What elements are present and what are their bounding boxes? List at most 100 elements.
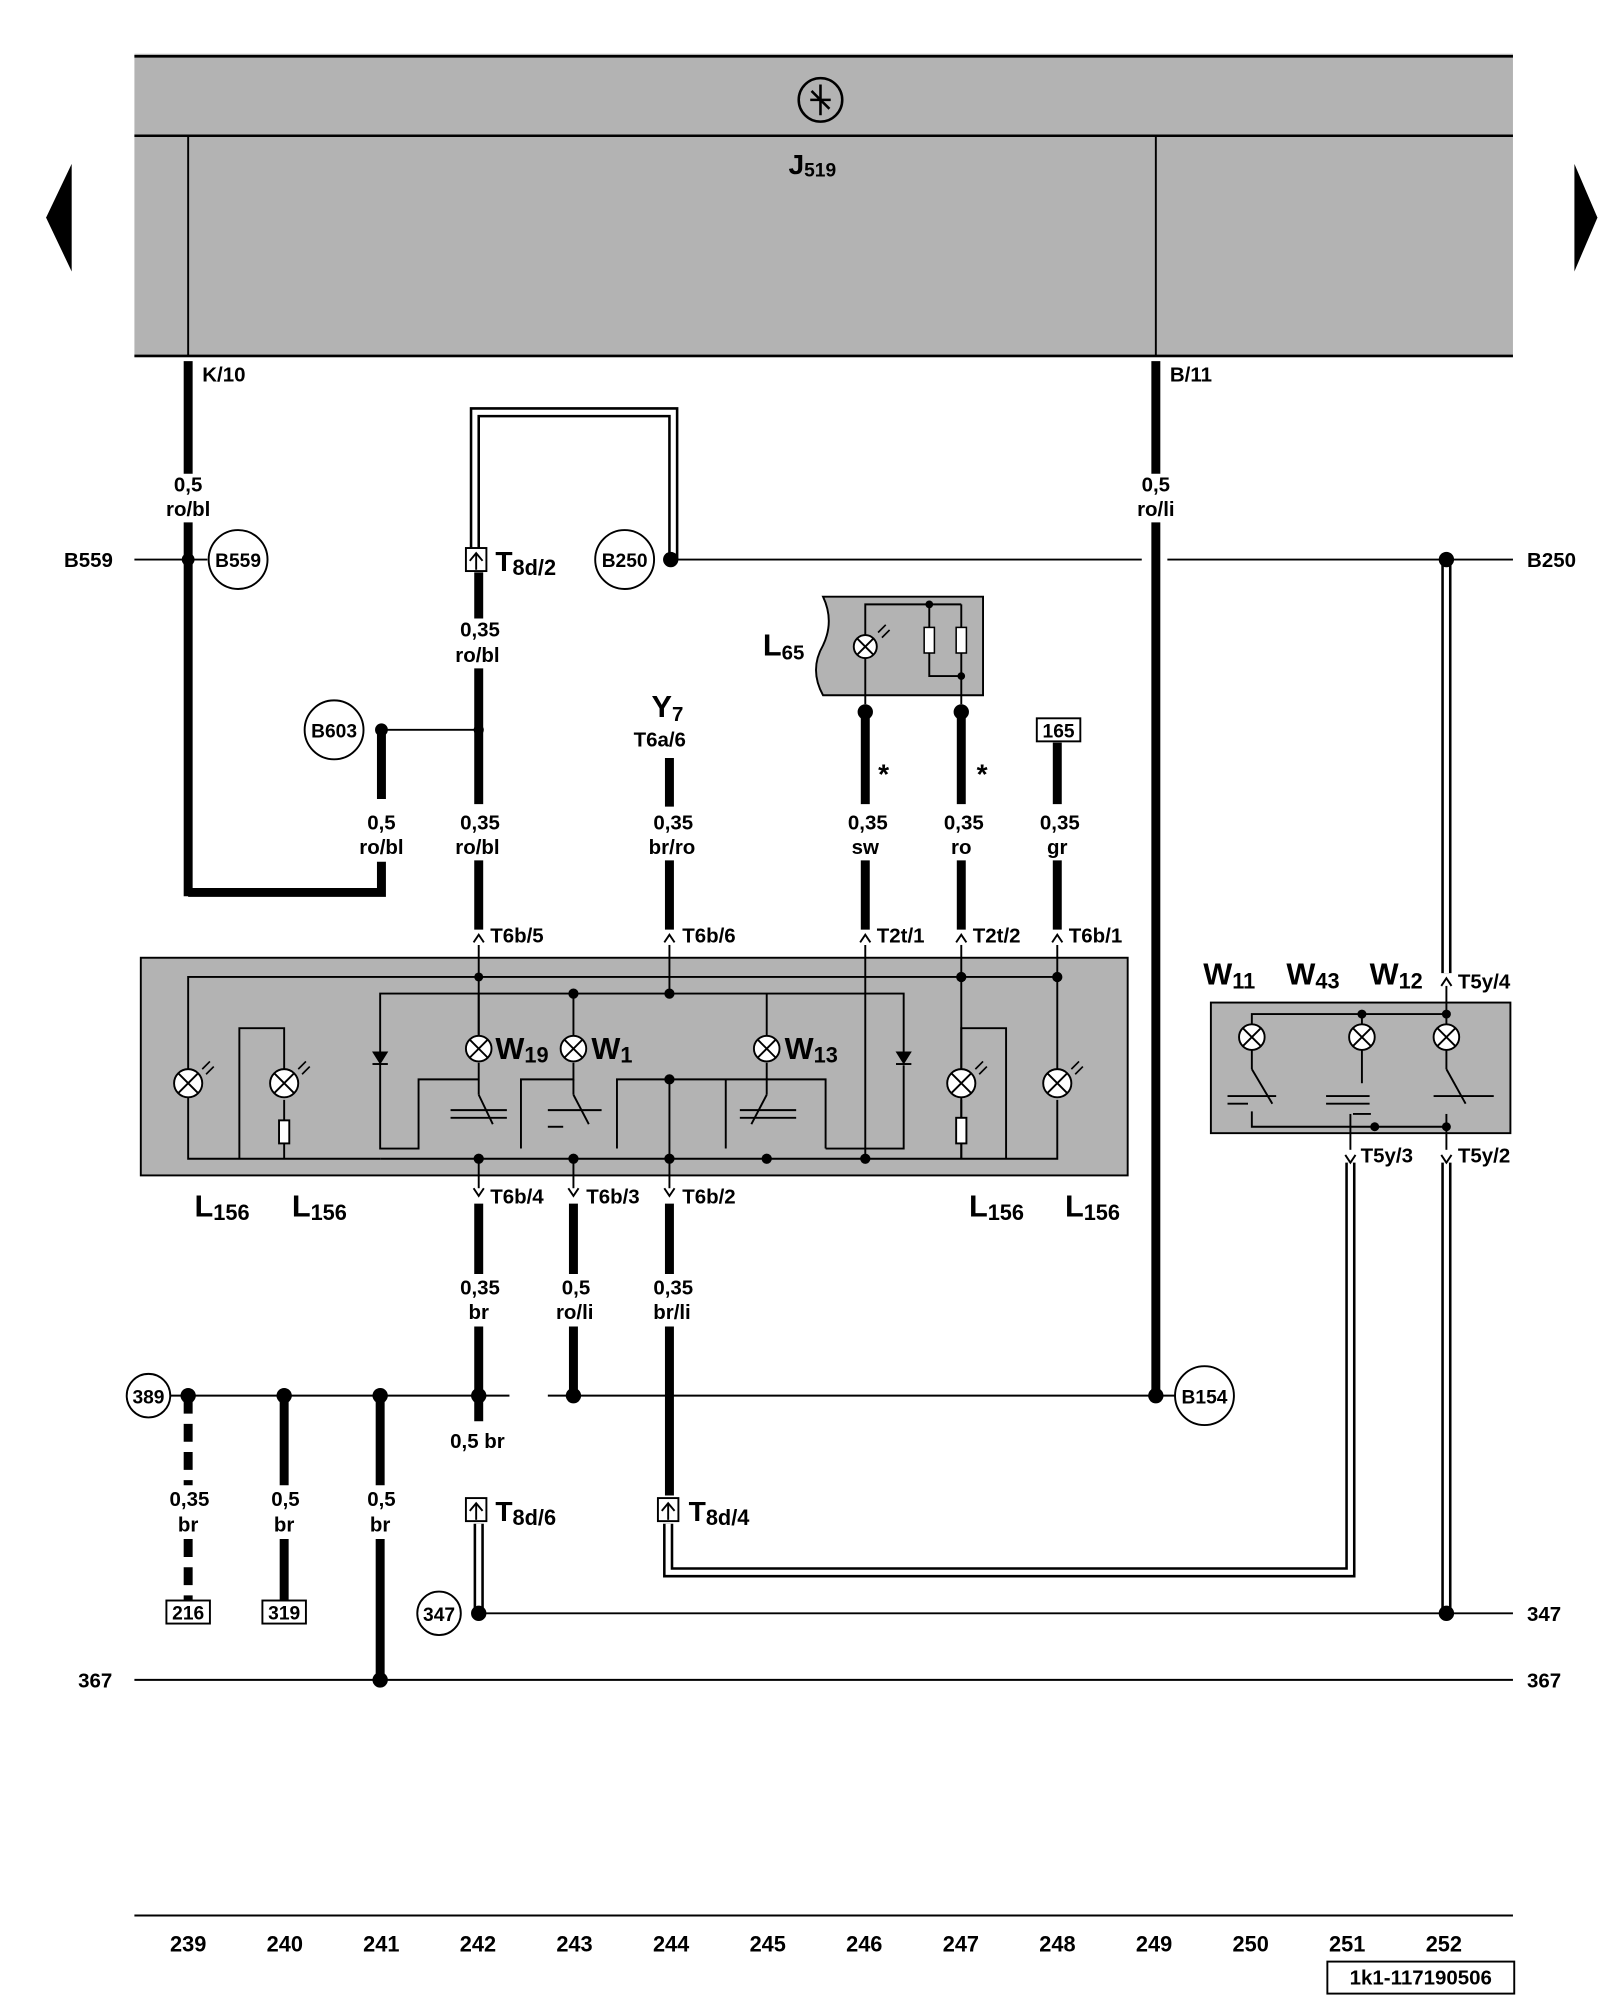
wire-t6b1-size: 0,35 [1040, 812, 1080, 835]
footer-column-numbers: 239 240 241 242 243 244 245 246 247 248 249 250 251 2… [170, 1931, 1462, 1956]
footer-column-number: 241 [363, 1931, 399, 1956]
switch-module-wiring [187, 944, 1059, 1189]
wire-b11-size: 0,5 [1142, 474, 1170, 497]
wire-t6b6-size: 0,35 [653, 812, 693, 835]
double-wires [469, 407, 1452, 1614]
svg-text:389: 389 [132, 1387, 164, 1408]
wire-t6b3-color: ro/li [556, 1301, 594, 1324]
pin-labels-upper: T6b/5 T6b/6 T2t/1 T2t/2 T6b/1 [490, 924, 1122, 947]
footer-column-number: 245 [750, 1931, 786, 1956]
next-page-arrow[interactable] [1574, 163, 1598, 272]
l156-labels: L156 L156 L156 L156 [195, 1188, 1120, 1225]
pin-t5y2: T5y/2 [1458, 1145, 1510, 1168]
ref-circle-347[interactable]: 347 [416, 1590, 462, 1637]
wire-t6b5-color: ro/bl [455, 836, 499, 859]
svg-text:165: 165 [1043, 722, 1075, 743]
wire-319-size: 0,5 [271, 1488, 299, 1511]
pin-labels-lower: T6b/4 T6b/3 T6b/2 [490, 1186, 735, 1209]
wire-t8d2-color: ro/bl [455, 644, 499, 667]
wire-367-size: 0,5 [367, 1488, 395, 1511]
footer-column-number: 252 [1426, 1931, 1462, 1956]
svg-text:T8d/4: T8d/4 [689, 1496, 750, 1530]
wire-t2t2-color: ro [951, 836, 971, 859]
footer-column-number: 250 [1233, 1931, 1269, 1956]
ref-box-216[interactable]: 216 [165, 1599, 211, 1625]
footer-column-number: 247 [943, 1931, 979, 1956]
footer-column-number: 246 [846, 1931, 882, 1956]
wire-367-color: br [370, 1513, 390, 1536]
footer-column-number: 249 [1136, 1931, 1172, 1956]
pin-arrows-upper [472, 932, 1064, 943]
label-w13: W13 [785, 1031, 838, 1068]
bus-b250-right: B250 [1527, 549, 1576, 572]
wire-t8d2-size: 0,35 [460, 618, 500, 641]
junction-dots [180, 551, 1455, 1688]
ref-circle-389[interactable]: 389 [125, 1372, 172, 1419]
footer-column-number: 248 [1039, 1931, 1075, 1956]
prev-page-arrow[interactable] [46, 163, 72, 272]
svg-text:1k1-117190506: 1k1-117190506 [1350, 1967, 1492, 1990]
switch-module-details [278, 1051, 968, 1145]
pin-t6b1: T6b/1 [1069, 924, 1122, 947]
wire-b11-color: ro/li [1137, 498, 1175, 521]
wire-t6b2-color: br/li [653, 1301, 691, 1324]
label-l156-b: L156 [292, 1188, 347, 1225]
pin-t5y4: T5y/4 [1458, 970, 1511, 993]
wire-216-color: br [178, 1513, 198, 1536]
label-l156-d: L156 [1065, 1188, 1120, 1225]
ref-box-319[interactable]: 319 [261, 1599, 307, 1625]
pin-b11: B/11 [1170, 364, 1212, 387]
footer-column-number: 243 [556, 1931, 592, 1956]
connector-t8d6: T8d/6 [464, 1496, 556, 1530]
control-unit-j519: J519 [134, 53, 1513, 358]
bus-347-right: 347 [1527, 1603, 1561, 1626]
label-w19: W19 [495, 1031, 548, 1068]
wire-b603-size: 0,5 [367, 812, 395, 835]
wire-t6b6-color: br/ro [649, 836, 696, 859]
j519-label: J519 [788, 149, 836, 182]
wire-t6b4-size: 0,35 [460, 1276, 500, 1299]
wire-t2t1-size: 0,35 [848, 812, 888, 835]
wire-b603-color: ro/bl [359, 836, 403, 859]
svg-text:347: 347 [423, 1605, 455, 1626]
label-w12: W12 [1370, 957, 1423, 994]
wire-216-size: 0,35 [170, 1488, 210, 1511]
footer-column-number: 242 [460, 1931, 496, 1956]
bus-367-right: 367 [1527, 1670, 1561, 1693]
label-w1: W1 [591, 1031, 632, 1068]
switch-module-junctions [473, 971, 1063, 1164]
earth-point-b603: B603 [303, 699, 365, 761]
ground-symbol-icon [797, 76, 844, 123]
pin-k10: K/10 [202, 364, 245, 387]
asterisk-t2t1: * [878, 759, 889, 790]
footer-column-number: 251 [1329, 1931, 1365, 1956]
svg-text:319: 319 [268, 1604, 300, 1625]
pin-t2t1: T2t/1 [877, 924, 925, 947]
wire-t2t1-color: sw [852, 836, 879, 859]
wire-k10-color: ro/bl [166, 498, 210, 521]
lamp-icons [173, 1034, 1084, 1099]
footer-column-number: 244 [653, 1931, 689, 1956]
pin-arrows-lower [472, 1187, 676, 1198]
thick-wires [183, 361, 1161, 1680]
svg-text:B250: B250 [602, 551, 648, 572]
component-y7: Y7 [652, 689, 684, 726]
footer-column-number: 239 [170, 1931, 206, 1956]
wire-t6b1-color: gr [1047, 836, 1067, 859]
pin-arrows-w [1344, 976, 1453, 1165]
earth-point-b250: B250 [594, 529, 656, 590]
earth-point-b154: B154 [1174, 1365, 1235, 1427]
ref-box-165[interactable]: 165 [1035, 717, 1082, 743]
wire-319-color: br [274, 1513, 294, 1536]
wire-t6b5-size: 0,35 [460, 812, 500, 835]
pin-t6b5: T6b/5 [490, 924, 543, 947]
svg-text:B603: B603 [311, 722, 357, 743]
component-l65: L65 [763, 595, 984, 705]
bus-lines [134, 558, 1513, 1917]
document-id: 1k1-117190506 [1326, 1960, 1516, 1995]
wire-t8d6-label: 0,5 br [450, 1430, 505, 1453]
footer-column-number: 240 [267, 1931, 303, 1956]
label-w43: W43 [1286, 957, 1339, 994]
wire-labels: 0,5 ro/bl 0,5 ro/li 0,35 ro/bl 0,5 ro/bl… [166, 474, 1175, 1537]
pin-t2t2: T2t/2 [973, 924, 1021, 947]
